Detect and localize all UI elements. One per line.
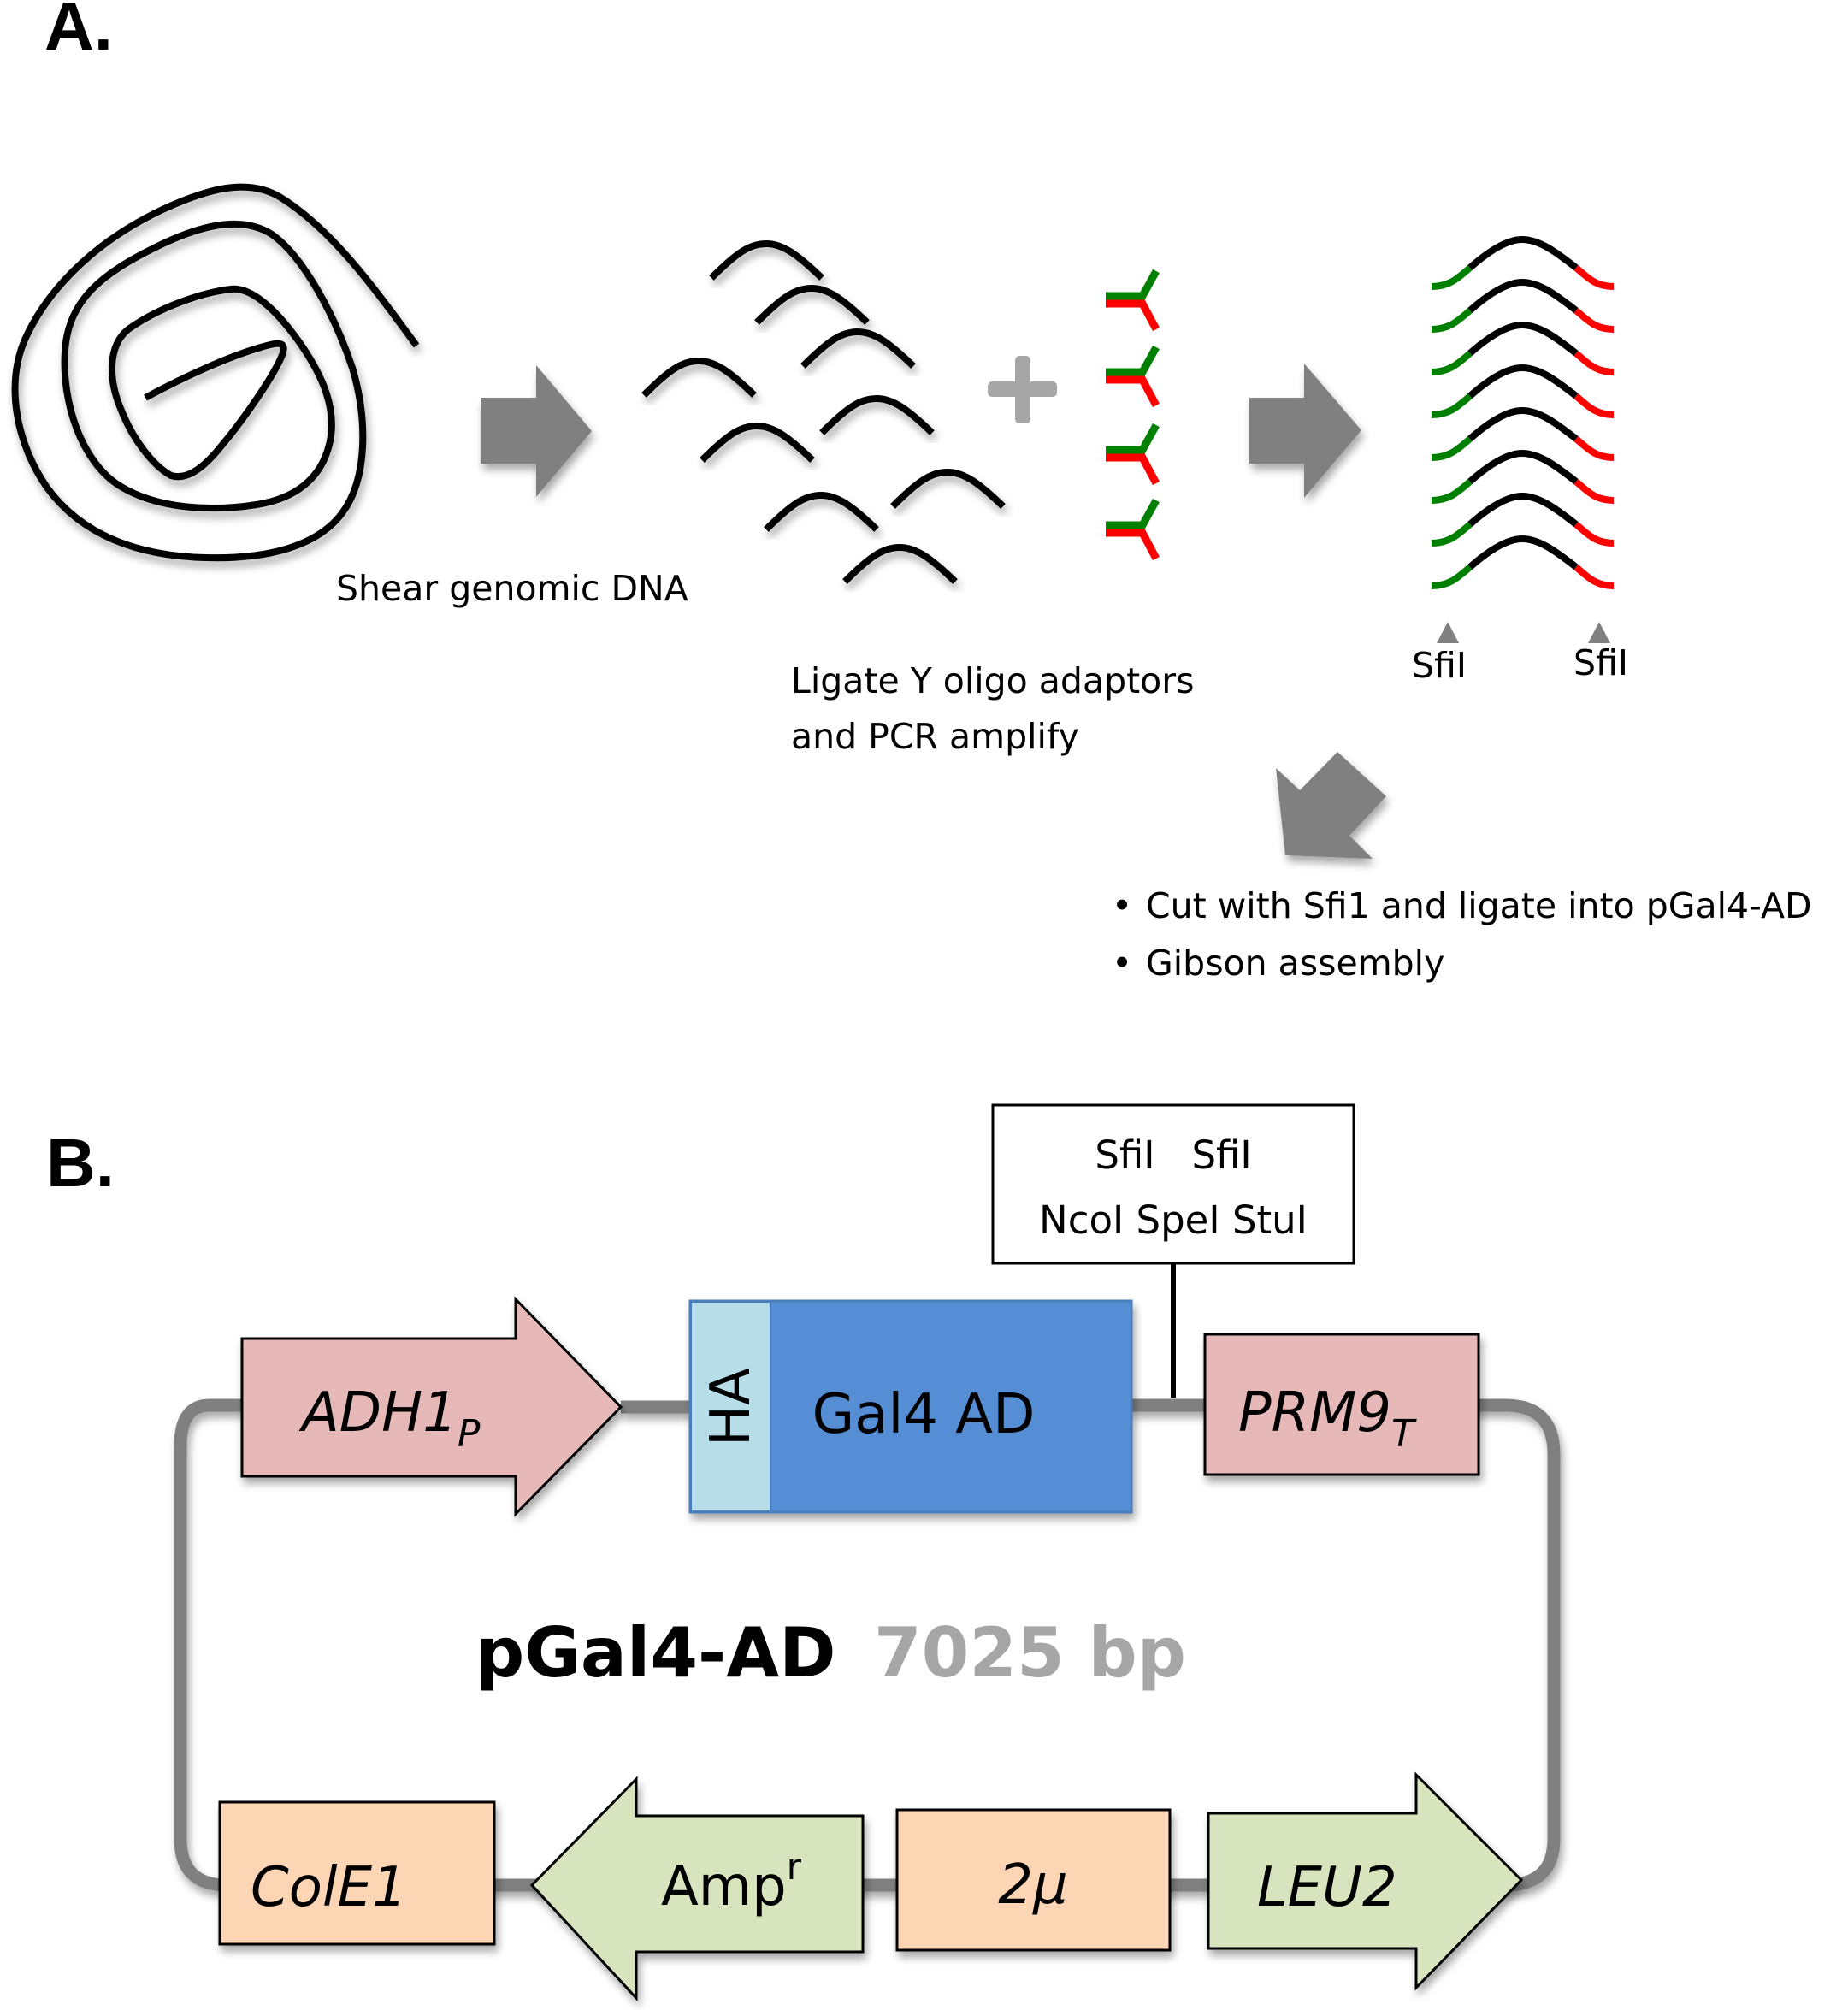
panel-a: A. Shear genomic DNA Ligate Y oligo adap… — [11, 0, 1812, 984]
sfii-site-marker-right-icon — [1588, 622, 1610, 643]
ligate-caption-line2: and PCR amplify — [791, 716, 1079, 757]
y-adaptors — [1106, 269, 1160, 561]
mcs-sites-line2: NcoI SpeI StuI — [1039, 1197, 1308, 1243]
cole1-label: ColE1 — [251, 1856, 407, 1919]
y-adaptor-icon — [1106, 269, 1160, 332]
shear-caption: Shear genomic DNA — [336, 568, 688, 609]
y-adaptor-icon — [1106, 498, 1160, 561]
feature-2micron-ori: 2μ — [895, 1808, 1172, 1952]
feature-ha-gal4ad: HA Gal4 AD — [688, 1299, 1133, 1514]
adh1-promoter-arrow — [240, 1296, 623, 1517]
feature-adh1-promoter: ADH1P — [240, 1296, 623, 1517]
dna-fragment — [700, 422, 815, 463]
bullet-1-marker: • — [1112, 885, 1132, 926]
dna-fragment — [800, 328, 916, 369]
dna-fragment — [842, 543, 958, 584]
plasmid-title: pGal4-AD 7025 bp — [475, 1613, 1186, 1693]
y-adaptor-icon — [1106, 423, 1160, 486]
two-micron-box — [895, 1808, 1172, 1952]
gal4-ad-label: Gal4 AD — [812, 1383, 1036, 1446]
feature-leu2-marker: LEU2 — [1207, 1771, 1524, 1991]
prm9-terminator-box — [1203, 1333, 1480, 1476]
feature-prm9-terminator: PRM9T — [1203, 1333, 1480, 1476]
amplified-fragment — [1431, 535, 1615, 589]
mcs-sites-box: SfiI SfiI NcoI SpeI StuI — [991, 1103, 1355, 1398]
ha-tag-box — [690, 1301, 771, 1512]
panel-b-label: B. — [46, 1125, 115, 1201]
sfii-label-right: SfiI — [1573, 642, 1628, 683]
amplified-fragment — [1431, 449, 1615, 504]
next-step-item: Gibson assembly — [1146, 943, 1444, 984]
arrow-down-left-icon — [1276, 752, 1386, 859]
feature-cole1-ori: ColE1 — [218, 1800, 496, 1946]
amp-label: Ampr — [661, 1846, 802, 1918]
feature-amp-resistance: Ampr — [529, 1776, 865, 2001]
leu2-label: LEU2 — [1257, 1856, 1397, 1919]
amp-resistance-arrow — [529, 1776, 865, 2001]
bullet-2-marker: • — [1112, 943, 1132, 984]
prm9-label: PRM9T — [1238, 1381, 1417, 1456]
amplified-fragment — [1431, 278, 1615, 333]
ha-label: HA — [700, 1368, 763, 1446]
next-step-item: Cut with Sfi1 and ligate into pGal4-AD — [1146, 885, 1812, 926]
plus-icon — [988, 356, 1057, 423]
mcs-sites-line1: SfiI SfiI — [1095, 1132, 1251, 1178]
next-steps-list: • Cut with Sfi1 and ligate into pGal4-AD… — [1112, 885, 1812, 984]
dna-fragment — [641, 357, 757, 398]
amplified-fragments — [1431, 235, 1615, 589]
cole1-box — [218, 1800, 496, 1946]
arrow-right-icon — [481, 365, 592, 497]
amplified-fragment — [1431, 235, 1615, 290]
panel-a-label: A. — [44, 0, 113, 64]
ligate-caption-line1: Ligate Y oligo adaptors — [791, 660, 1194, 701]
amplified-fragment — [1431, 321, 1615, 375]
leu2-marker-arrow — [1207, 1771, 1524, 1991]
arrow-right-icon — [1249, 364, 1361, 498]
two-micron-label: 2μ — [998, 1853, 1067, 1917]
sfii-site-marker-left-icon — [1437, 622, 1459, 643]
sfii-label-left: SfiI — [1412, 645, 1467, 686]
dna-fragments — [641, 239, 1006, 584]
dna-fragment — [709, 239, 824, 281]
dna-fragment — [754, 284, 870, 325]
genomic-dna-spiral-icon — [11, 183, 420, 562]
adh1-label: ADH1P — [298, 1381, 481, 1456]
y-adaptor-icon — [1106, 345, 1160, 408]
amplified-fragment — [1431, 364, 1615, 418]
dna-fragment — [819, 394, 935, 435]
amplified-fragment — [1431, 492, 1615, 547]
amplified-fragment — [1431, 406, 1615, 461]
plasmid-size: 7025 bp — [874, 1613, 1186, 1693]
dna-fragment — [890, 468, 1006, 509]
panel-b: B. SfiI SfiI NcoI SpeI StuI ADH1P HA Gal… — [46, 1103, 1561, 2001]
dna-fragment — [764, 491, 879, 532]
plasmid-name: pGal4-AD — [475, 1613, 836, 1693]
